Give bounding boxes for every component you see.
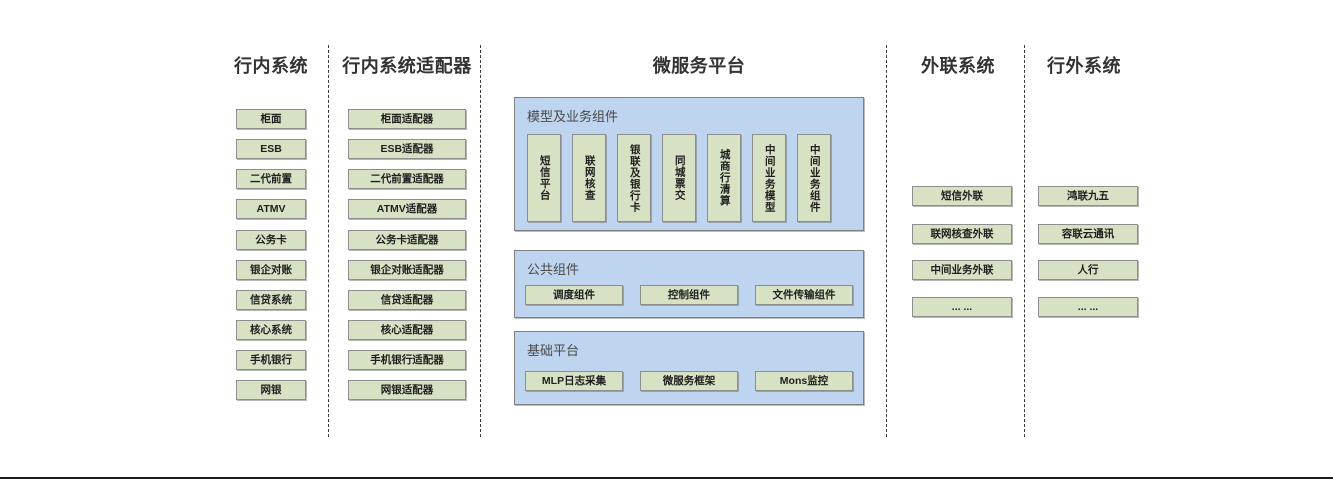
panel-title-base-platform: 基础平台 xyxy=(527,343,580,358)
node-internal-system[interactable]: 信贷系统 xyxy=(236,290,306,310)
node-internal-system-adapter[interactable]: 二代前置适配器 xyxy=(348,169,466,189)
column-header-internal-system-adapters: 行内系统适配器 xyxy=(342,56,472,76)
node-model-business-component[interactable]: 中间业务模型 xyxy=(752,134,786,222)
node-internal-system-adapter[interactable]: 银企对账适配器 xyxy=(348,260,466,280)
node-internal-system-adapter[interactable]: ESB适配器 xyxy=(348,139,466,159)
node-off-bank-system[interactable]: 人行 xyxy=(1038,260,1138,280)
node-base-platform-component[interactable]: 微服务框架 xyxy=(640,371,738,391)
node-internal-system-adapter[interactable]: 手机银行适配器 xyxy=(348,350,466,370)
node-internal-system-adapter[interactable]: 公务卡适配器 xyxy=(348,230,466,250)
node-external-link-system[interactable]: 联网核查外联 xyxy=(912,224,1012,244)
node-external-link-system[interactable]: 短信外联 xyxy=(912,186,1012,206)
node-external-link-system[interactable]: ... ... xyxy=(912,297,1012,317)
node-public-component[interactable]: 控制组件 xyxy=(640,285,738,305)
node-model-business-component[interactable]: 短信平台 xyxy=(527,134,561,222)
node-public-component[interactable]: 文件传输组件 xyxy=(755,285,853,305)
panel-base-platform: 基础平台 xyxy=(514,331,864,405)
node-model-business-component[interactable]: 城商行清算 xyxy=(707,134,741,222)
node-internal-system-adapter[interactable]: 柜面适配器 xyxy=(348,109,466,129)
node-base-platform-component[interactable]: Mons监控 xyxy=(755,371,853,391)
node-internal-system[interactable]: ATMV xyxy=(236,199,306,219)
node-model-business-component[interactable]: 同城票交 xyxy=(662,134,696,222)
column-header-external-link-systems: 外联系统 xyxy=(921,56,995,76)
node-internal-system[interactable]: ESB xyxy=(236,139,306,159)
node-internal-system[interactable]: 柜面 xyxy=(236,109,306,129)
node-external-link-system[interactable]: 中间业务外联 xyxy=(912,260,1012,280)
node-internal-system-adapter[interactable]: 网银适配器 xyxy=(348,380,466,400)
node-internal-system-adapter[interactable]: 核心适配器 xyxy=(348,320,466,340)
divider-external-to-offbank xyxy=(1024,45,1025,437)
node-internal-system-adapter[interactable]: ATMV适配器 xyxy=(348,199,466,219)
node-internal-system[interactable]: 手机银行 xyxy=(236,350,306,370)
node-internal-system[interactable]: 银企对账 xyxy=(236,260,306,280)
node-base-platform-component[interactable]: MLP日志采集 xyxy=(525,371,623,391)
node-off-bank-system[interactable]: 鸿联九五 xyxy=(1038,186,1138,206)
node-internal-system-adapter[interactable]: 信贷适配器 xyxy=(348,290,466,310)
bottom-divider-rule xyxy=(0,477,1333,479)
node-off-bank-system[interactable]: 容联云通讯 xyxy=(1038,224,1138,244)
node-internal-system[interactable]: 网银 xyxy=(236,380,306,400)
panel-public-components: 公共组件 xyxy=(514,250,864,318)
column-header-off-bank-systems: 行外系统 xyxy=(1047,56,1121,76)
node-internal-system[interactable]: 公务卡 xyxy=(236,230,306,250)
divider-platform-to-external xyxy=(886,45,887,437)
divider-internal-to-adapter xyxy=(328,45,329,437)
column-header-microservice-platform: 微服务平台 xyxy=(652,56,746,76)
node-public-component[interactable]: 调度组件 xyxy=(525,285,623,305)
node-model-business-component[interactable]: 联网核查 xyxy=(572,134,606,222)
node-model-business-component[interactable]: 中间业务组件 xyxy=(797,134,831,222)
column-header-internal-systems: 行内系统 xyxy=(234,56,308,76)
divider-adapter-to-platform xyxy=(480,45,481,437)
node-internal-system[interactable]: 核心系统 xyxy=(236,320,306,340)
panel-title-model-business-components: 模型及业务组件 xyxy=(527,109,619,124)
panel-title-public-components: 公共组件 xyxy=(527,262,580,277)
node-internal-system[interactable]: 二代前置 xyxy=(236,169,306,189)
node-off-bank-system[interactable]: ... ... xyxy=(1038,297,1138,317)
node-model-business-component[interactable]: 银联及银行卡 xyxy=(617,134,651,222)
